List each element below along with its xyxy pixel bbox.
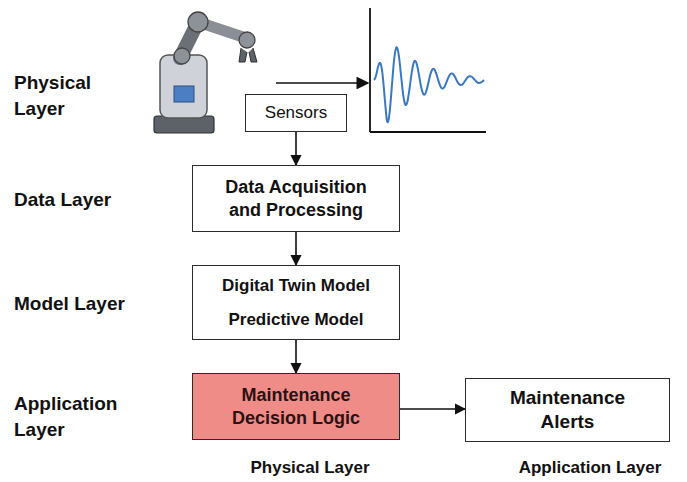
flow-arrow (400, 408, 465, 410)
sensor-box: Sensors (245, 94, 347, 131)
waveform-plot (370, 8, 486, 132)
column-label: Physical Layer (210, 457, 410, 480)
layer-label: Application Layer (14, 391, 144, 442)
box-text: Maintenance Alerts (498, 386, 638, 434)
signal-arrow (276, 82, 368, 84)
alert-box: Maintenance Alerts (465, 378, 670, 442)
layer-label: Physical Layer (14, 70, 124, 121)
box-text: Maintenance Decision Logic (211, 384, 381, 429)
decision-box: Maintenance Decision Logic (192, 373, 400, 440)
robot-arm (154, 12, 257, 133)
box-text: Sensors (265, 102, 327, 123)
layer-label: Model Layer (14, 291, 164, 317)
box-text: Digital Twin Model (222, 275, 370, 296)
layer-label: Data Layer (14, 187, 164, 213)
process-box: Data Acquisition and Processing (192, 165, 400, 232)
box-text: Predictive Model (228, 309, 363, 330)
column-label: Application Layer (490, 457, 687, 480)
flow-arrow (295, 340, 297, 373)
box-text: Data Acquisition and Processing (214, 176, 379, 221)
flow-arrow (295, 232, 297, 265)
flow-arrow (295, 132, 297, 165)
model-box: Digital Twin ModelPredictive Model (192, 265, 400, 340)
